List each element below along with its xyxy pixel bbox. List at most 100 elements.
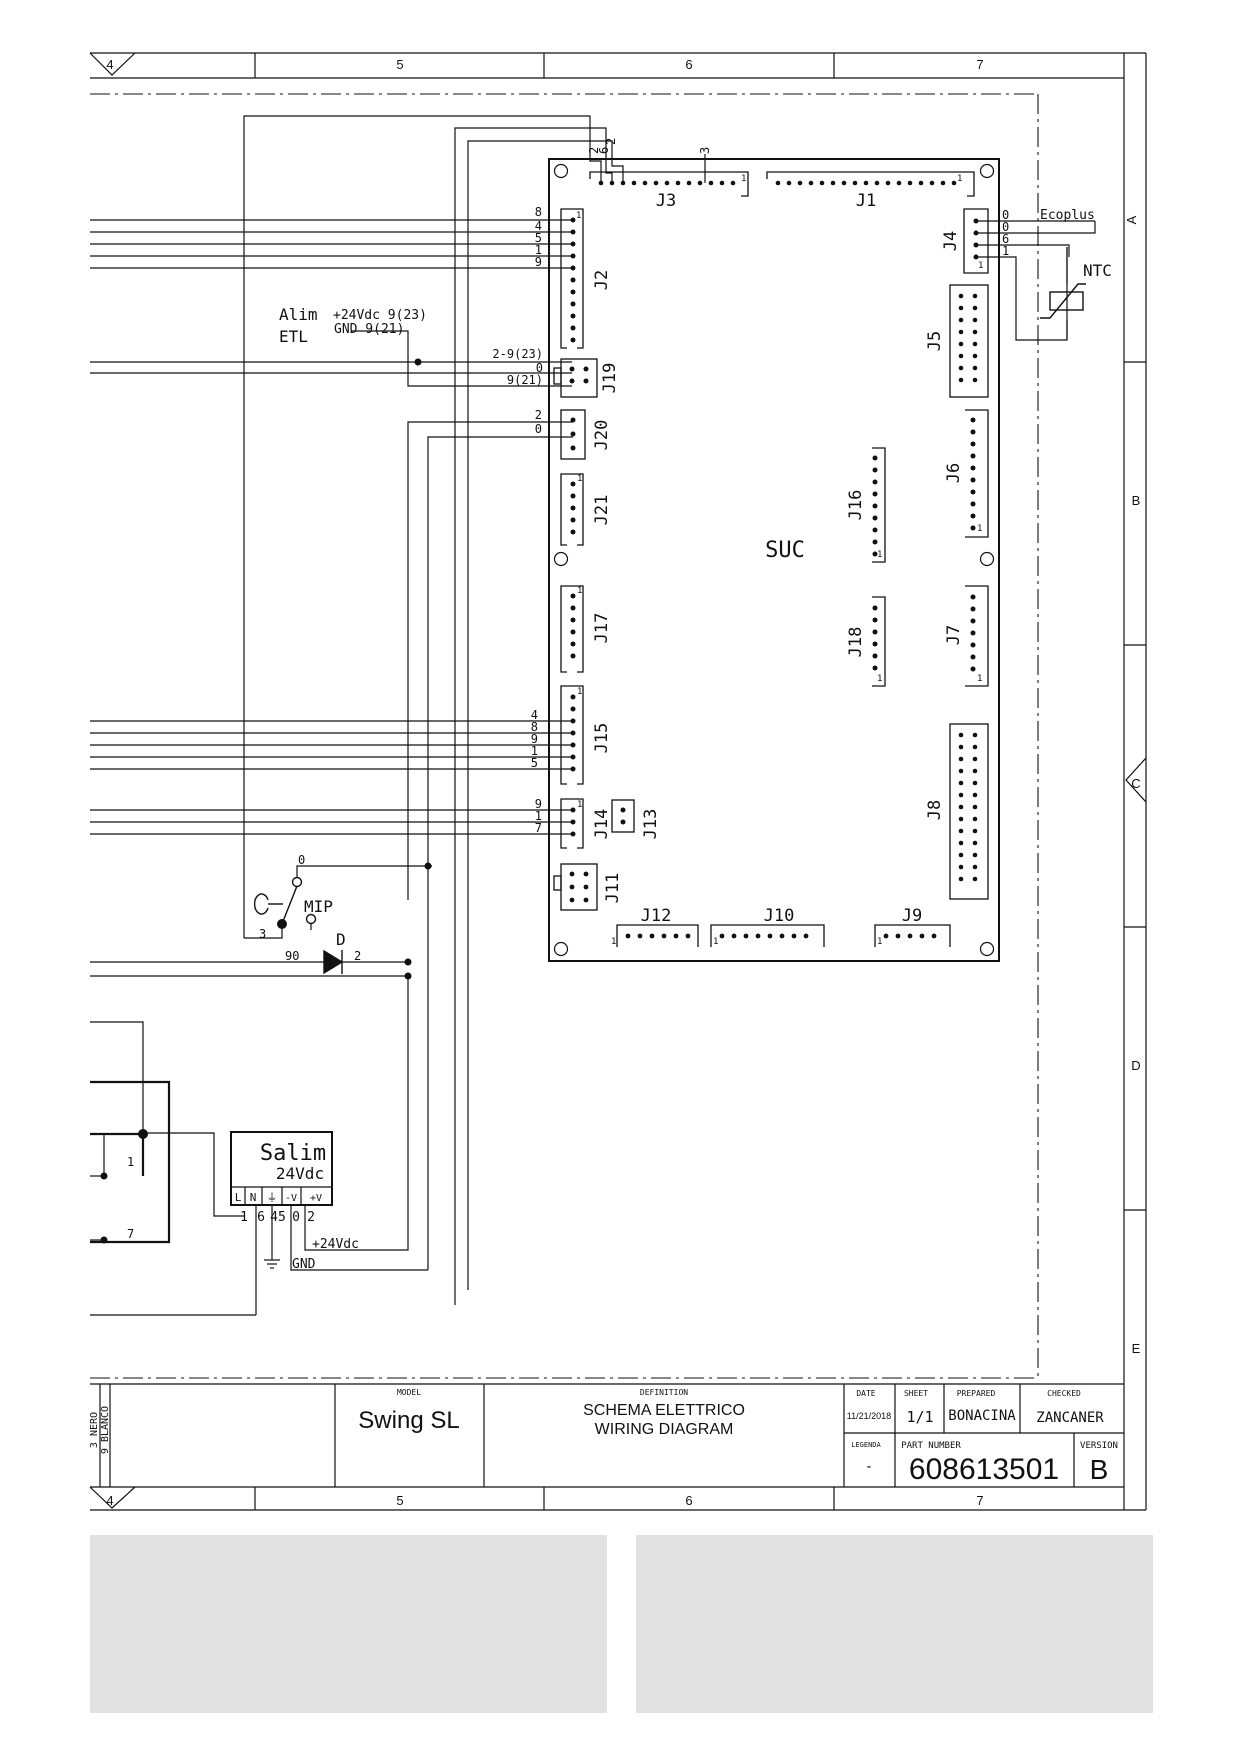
j19-pin-a: 2-9(23) — [492, 347, 543, 361]
prepared-value: BONACINA — [948, 1408, 1016, 1424]
bottom-col-5: 5 — [396, 1493, 403, 1508]
pin1-j6: 1 — [977, 524, 982, 534]
frame-labels: 4 5 6 7 4 5 6 7 A B C D E — [106, 57, 1140, 1508]
terminal-earth: ⏚ — [267, 1191, 278, 1204]
connector-j2 — [560, 208, 584, 349]
connector-j1 — [766, 171, 975, 197]
bottom-col-4: 4 — [106, 1493, 113, 1508]
connector-j19 — [560, 358, 598, 398]
mip-0-label: 0 — [298, 853, 305, 867]
version-label: VERSION — [1080, 1441, 1118, 1451]
version-value: B — [1090, 1454, 1109, 1485]
part-number-label: PART NUMBER — [901, 1441, 961, 1451]
mip-common-dot — [277, 919, 287, 929]
j20-pin-2: 2 — [535, 408, 542, 422]
top-col-5: 5 — [396, 57, 403, 72]
pin1-j21: 1 — [577, 474, 582, 484]
wires — [90, 115, 1096, 1316]
grey-panel-left — [90, 1535, 607, 1713]
sheet-label: SHEET — [904, 1389, 928, 1398]
j14-pin-7: 7 — [535, 821, 542, 835]
pin1-j15: 1 — [577, 687, 582, 697]
j4-wire-numbers: 0 0 6 1 — [1002, 208, 1009, 258]
top-col-7: 7 — [976, 57, 983, 72]
pin1-j16: 1 — [877, 550, 882, 560]
label-j6: J6 — [944, 463, 964, 483]
label-j18: J18 — [846, 627, 866, 658]
component-labels: Ecoplus NTC Alim ETL +24Vdc 9(23) GND 9(… — [127, 208, 1112, 1272]
title-block — [90, 1383, 1124, 1487]
date-label: DATE — [856, 1389, 875, 1398]
label-j3: J3 — [656, 191, 676, 211]
pin1-j9: 1 — [877, 937, 882, 947]
diode-out-label: 2 — [354, 949, 361, 963]
connector-j12 — [616, 924, 699, 947]
legenda-value: - — [865, 1459, 873, 1475]
terminal-l: L — [235, 1191, 242, 1204]
label-j7: J7 — [944, 625, 964, 645]
j3-pin-6: 6 — [597, 147, 611, 154]
title-block-text: MODEL Swing SL DEFINITION SCHEMA ELETTRI… — [89, 1388, 1118, 1486]
pin1-j14: 1 — [577, 800, 582, 810]
salim-supply — [230, 1131, 333, 1206]
j2-pin-9: 9 — [535, 255, 542, 269]
connector-j15 — [560, 685, 584, 785]
label-j14: J14 — [592, 809, 612, 840]
definition-line-1: SCHEMA ELETTRICO — [583, 1402, 745, 1419]
label-j20: J20 — [592, 420, 612, 451]
bottom-col-7: 7 — [976, 1493, 983, 1508]
gnd-label: GND — [292, 1257, 316, 1272]
top-col-4: 4 — [106, 57, 113, 72]
salim-num-1: 1 — [240, 1210, 248, 1225]
j14-pin-9: 9 — [535, 797, 542, 811]
connector-j10 — [710, 924, 825, 947]
salim-num-45: 45 — [270, 1210, 286, 1225]
connector-j17 — [560, 585, 584, 673]
pin-one-markers: 1 1 1 1 1 1 1 1 1 1 1 1 1 1 1 — [576, 174, 983, 947]
j20-pin-0: 0 — [535, 422, 542, 436]
label-j13: J13 — [641, 809, 661, 840]
j19-pin-b: 0 — [536, 361, 543, 375]
terminal-minus-v: -V — [285, 1193, 297, 1204]
connector-j21 — [560, 473, 584, 546]
label-j16: J16 — [846, 490, 866, 521]
j15-pin-1: 1 — [531, 744, 538, 758]
checked-label: CHECKED — [1047, 1389, 1081, 1398]
connector-j5 — [949, 284, 989, 398]
connector-pins — [569, 180, 979, 939]
date-value: 11/21/2018 — [847, 1411, 891, 1421]
j15-pin-5: 5 — [531, 756, 538, 770]
plus24-label: +24Vdc — [312, 1237, 359, 1252]
connector-j18 — [872, 596, 886, 687]
diode-label: D — [336, 930, 346, 949]
mip-3-label: 3 — [259, 927, 266, 941]
j4-pin-0a: 0 — [1002, 208, 1009, 222]
j2-pin-8: 8 — [535, 205, 542, 219]
j3-pin-3: 3 — [698, 147, 712, 154]
bottom-col-6: 6 — [685, 1493, 692, 1508]
j4-pin-0b: 0 — [1002, 220, 1009, 234]
pin1-j1: 1 — [957, 174, 962, 184]
row-b: B — [1132, 493, 1141, 508]
salim-name: Salim — [260, 1141, 326, 1166]
label-j5: J5 — [925, 331, 945, 351]
connector-j19-key — [553, 367, 562, 385]
connector-j16 — [872, 447, 886, 563]
left-7-label: 7 — [127, 1227, 134, 1241]
connector-j13 — [611, 799, 635, 833]
j4-pin-1: 1 — [1002, 244, 1009, 258]
label-j1: J1 — [856, 191, 876, 211]
j4-pin-6: 6 — [1002, 232, 1009, 246]
row-a: A — [1124, 215, 1139, 224]
j3-wire-numbers: 2 6 2 3 — [587, 138, 712, 154]
definition-label: DEFINITION — [640, 1388, 688, 1397]
etl-label: ETL — [279, 327, 308, 346]
ntc-label: NTC — [1083, 261, 1112, 280]
label-j9: J9 — [902, 906, 922, 926]
label-j17: J17 — [592, 613, 612, 644]
model-label: MODEL — [397, 1388, 421, 1397]
ecoplus-label: Ecoplus — [1040, 208, 1095, 223]
pin1-j18: 1 — [877, 674, 882, 684]
label-j11: J11 — [603, 873, 623, 904]
connector-j20 — [560, 409, 586, 460]
